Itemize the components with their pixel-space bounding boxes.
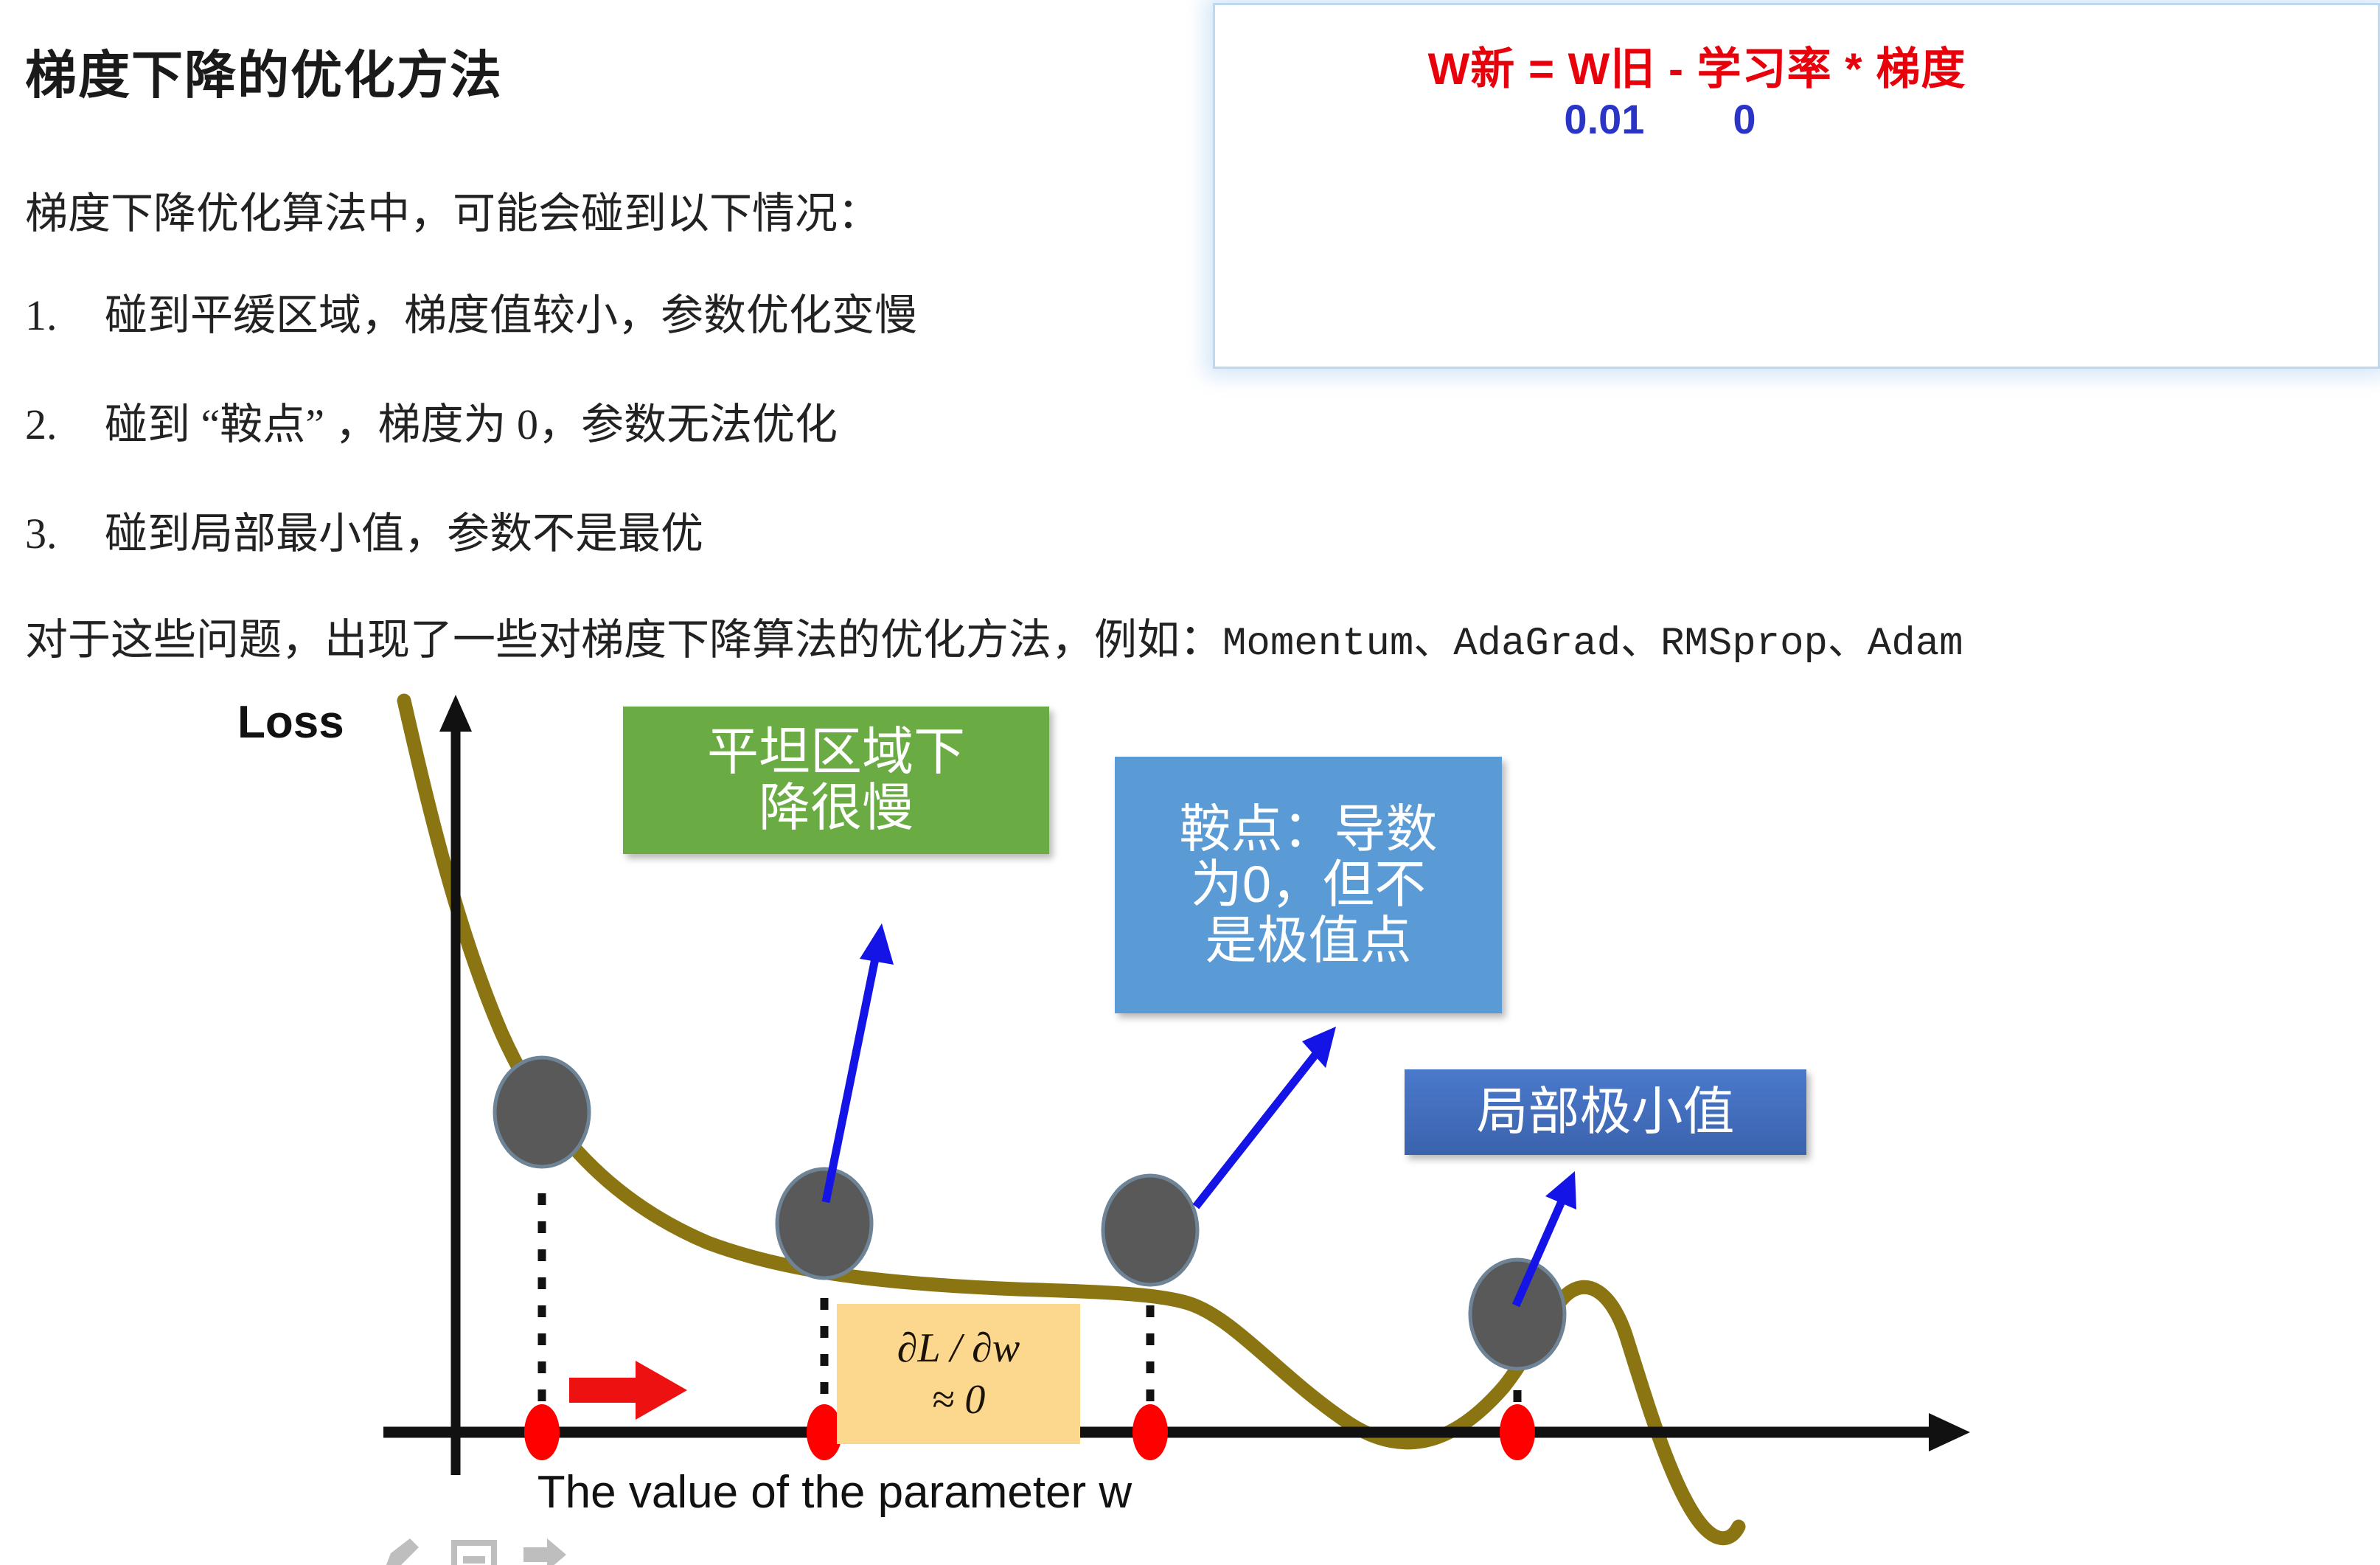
equation-values-row: 0.01 0: [1215, 95, 2378, 143]
list-item-number: 3.: [25, 510, 58, 558]
closing-paragraph: 对于这些问题，出现了一些对梯度下降算法的优化方法，例如：Momentum、Ada…: [25, 605, 1963, 667]
gradient-ball: [1101, 1173, 1200, 1287]
gradient-ball: [775, 1167, 874, 1280]
y-axis-label: Loss: [237, 697, 344, 748]
pointer-icon[interactable]: [522, 1538, 568, 1565]
callout-saddle-point-text: 鞍点：导数 为0，但不 是极值点: [1179, 799, 1438, 969]
axis-marker: [524, 1404, 560, 1460]
step-arrow-icon: [569, 1361, 687, 1420]
gradient-ball: [493, 1055, 591, 1169]
x-axis-label: The value of the parameter w: [537, 1467, 1132, 1518]
callout-gradient-near-zero: ∂L / ∂w ≈ 0: [837, 1304, 1080, 1444]
y-axis-arrowhead: [439, 695, 472, 732]
axis-marker: [807, 1404, 842, 1460]
list-item-text: 碰到平缓区域，梯度值较小，参数优化变慢: [105, 291, 918, 339]
list-item-number: 1.: [25, 291, 58, 339]
list-item-text: 碰到局部最小值，参数不是最优: [105, 510, 704, 558]
callout-saddle-point: 鞍点：导数 为0，但不 是极值点: [1115, 757, 1502, 1013]
axis-marker: [1132, 1404, 1168, 1460]
list-item: 1. 碰到平缓区域，梯度值较小，参数优化变慢: [25, 280, 917, 342]
gradient-ball: [1468, 1257, 1567, 1371]
eraser-icon[interactable]: [451, 1538, 497, 1565]
loss-landscape-chart: Loss The value of the parameter w 平坦区域下 …: [0, 686, 2380, 1565]
x-axis-arrowhead: [1929, 1413, 1970, 1451]
closing-prefix-text: 对于这些问题，出现了一些对梯度下降算法的优化方法，例如：: [25, 616, 1223, 664]
list-item-number: 2.: [25, 400, 58, 448]
callout-gradient-near-zero-text: ∂L / ∂w ≈ 0: [897, 1325, 1020, 1423]
annotation-arrow: [821, 923, 894, 1204]
list-item: 3. 碰到局部最小值，参数不是最优: [25, 499, 703, 561]
list-item: 2. 碰到 “鞍点” ，梯度为 0，参数无法优化: [25, 389, 838, 451]
learning-rate-value: 0.01: [1564, 96, 1645, 142]
annotation-arrow: [1192, 1027, 1336, 1210]
callout-flat-region-text: 平坦区域下 降很慢: [707, 723, 965, 836]
callout-local-minimum: 局部极小值: [1405, 1069, 1806, 1155]
callout-flat-region: 平坦区域下 降很慢: [623, 707, 1049, 854]
intro-paragraph: 梯度下降优化算法中，可能会碰到以下情况：: [25, 190, 881, 237]
pencil-icon[interactable]: [380, 1538, 426, 1565]
list-item-text: 碰到 “鞍点” ，梯度为 0，参数无法优化: [105, 400, 838, 448]
gradient-value: 0: [1733, 96, 1756, 142]
annotation-toolbar[interactable]: [380, 1538, 616, 1565]
annotation-arrow: [1511, 1171, 1576, 1308]
optimizer-list: Momentum、AdaGrad、RMSprop、Adam: [1222, 622, 1963, 667]
callout-local-minimum-text: 局部极小值: [1476, 1083, 1735, 1141]
axis-marker: [1500, 1404, 1535, 1460]
chart-svg: [383, 693, 1970, 1546]
page-title: 梯度下降的优化方法: [25, 48, 503, 105]
formula-card: W新 = W旧 - 学习率 * 梯度 0.01 0: [1213, 3, 2380, 369]
weight-update-equation: W新 = W旧 - 学习率 * 梯度: [1427, 44, 1966, 94]
